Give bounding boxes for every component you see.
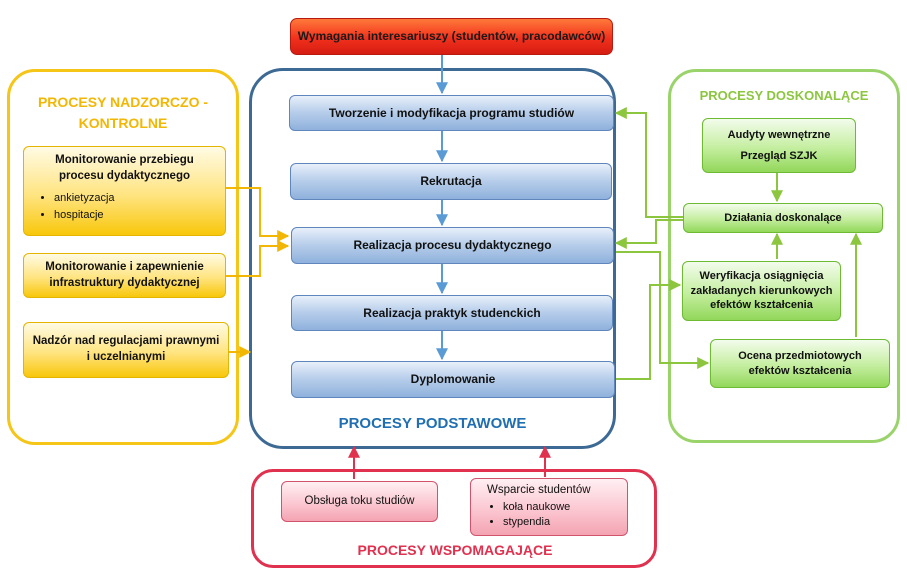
- supervisory-processes-title: PROCESY NADZORCZO - KONTROLNE: [20, 92, 226, 134]
- student-support-box: Wsparcie studentów koła naukowe stypendi…: [470, 478, 628, 536]
- monitoring-teaching-box: Monitorowanie przebiegu procesu dydaktyc…: [23, 146, 226, 236]
- study-administration-label: Obsługa toku studiów: [304, 494, 415, 507]
- core-step-label: Tworzenie i modyfikacja programu studiów: [328, 105, 575, 120]
- list-item: ankietyzacja: [54, 190, 217, 207]
- support-arrows: [348, 445, 551, 479]
- szjk-review-label: Przegląd SZJK: [740, 149, 818, 162]
- improvement-processes-title: PROCESY DOSKONALĄCE: [699, 88, 869, 103]
- list-item: hospitacje: [54, 207, 217, 224]
- study-administration-box: Obsługa toku studiów: [281, 481, 438, 522]
- list-item: stypendia: [503, 515, 570, 531]
- legal-supervision-label: Nadzór nad regulacjami prawnymi i uczeln…: [32, 335, 220, 363]
- supervisory-arrows: [226, 187, 290, 358]
- improvement-actions-box: Działania doskonalące: [683, 203, 883, 233]
- core-step-internships: Realizacja praktyk studenckich: [291, 295, 613, 331]
- internal-audits-box: Audyty wewnętrzne Przegląd SZJK: [702, 118, 856, 173]
- stakeholder-requirements-label: Wymagania interesariuszy (studentów, pra…: [297, 29, 606, 44]
- course-outcomes-assessment-box: Ocena przedmiotowych efektów kształcenia: [710, 339, 890, 388]
- legal-supervision-box: Nadzór nad regulacjami prawnymi i uczeln…: [23, 322, 229, 378]
- stakeholder-requirements-box: Wymagania interesariuszy (studentów, pra…: [290, 18, 613, 55]
- student-support-title: Wsparcie studentów: [487, 484, 591, 496]
- supervisory-title-line-1: PROCESY NADZORCZO -: [37, 94, 209, 110]
- outcomes-verification-box: Weryfikacja osiągnięcia zakładanych kier…: [682, 261, 841, 321]
- core-step-recruitment: Rekrutacja: [290, 163, 612, 200]
- core-processes-title: PROCESY PODSTAWOWE: [338, 415, 527, 432]
- course-outcomes-assessment-label: Ocena przedmiotowych efektów kształcenia: [738, 349, 862, 377]
- infrastructure-monitoring-box: Monitorowanie i zapewnienie infrastruktu…: [23, 253, 226, 298]
- internal-audits-label: Audyty wewnętrzne: [727, 128, 831, 141]
- list-item: koła naukowe: [503, 500, 570, 516]
- support-processes-title: PROCESY WSPOMAGAJĄCE: [357, 542, 553, 558]
- core-step-diploma: Dyplomowanie: [291, 361, 615, 398]
- infrastructure-monitoring-label: Monitorowanie i zapewnienie infrastruktu…: [45, 260, 204, 289]
- core-step-label: Rekrutacja: [420, 174, 482, 189]
- core-step-label: Realizacja praktyk studenckich: [363, 305, 541, 320]
- improvement-arrows: [614, 107, 862, 380]
- improvement-actions-label: Działania doskonalące: [724, 211, 842, 224]
- student-support-list: koła naukowe stypendia: [481, 500, 570, 532]
- core-step-label: Dyplomowanie: [410, 372, 496, 387]
- monitoring-teaching-list: ankietyzacja hospitacje: [32, 190, 217, 224]
- core-step-teaching-process: Realizacja procesu dydaktycznego: [291, 227, 614, 264]
- core-step-program-design: Tworzenie i modyfikacja programu studiów: [289, 95, 614, 131]
- supervisory-title-line-2: KONTROLNE: [78, 115, 168, 131]
- outcomes-verification-label: Weryfikacja osiągnięcia zakładanych kier…: [690, 269, 833, 312]
- monitoring-teaching-title: Monitorowanie przebiegu procesu dydaktyc…: [55, 154, 194, 182]
- core-step-label: Realizacja procesu dydaktycznego: [353, 238, 552, 253]
